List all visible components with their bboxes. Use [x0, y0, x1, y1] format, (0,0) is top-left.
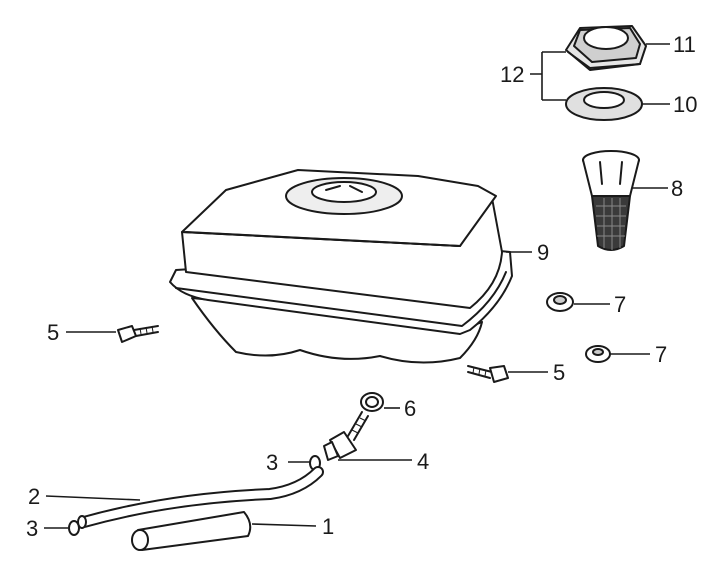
fuel-valve [323, 411, 369, 461]
callout-1: 1 [322, 514, 334, 539]
hose-clip-lower [68, 520, 80, 536]
callout-10: 10 [673, 92, 697, 117]
fuel-strainer [582, 150, 640, 251]
fuel-tube [77, 466, 324, 529]
collar-upper [546, 292, 574, 312]
collar-lower [585, 345, 611, 363]
callout-8: 8 [671, 176, 683, 201]
callout-12: 12 [500, 62, 524, 87]
callout-6: 6 [404, 396, 416, 421]
callout-2: 2 [28, 484, 40, 509]
callout-7-upper: 7 [614, 292, 626, 317]
fuel-cap [565, 25, 647, 71]
tube-sleeve [131, 511, 252, 551]
fuel-tank [169, 169, 513, 364]
mounting-bolt-left [117, 325, 159, 343]
leader-lines [44, 43, 670, 529]
cap-gasket [565, 87, 643, 121]
callout-5-left: 5 [47, 320, 59, 345]
callout-numbers: 11 12 10 8 9 7 7 5 5 6 4 3 2 3 1 [26, 32, 697, 541]
callout-11: 11 [673, 32, 696, 57]
callout-9: 9 [537, 240, 549, 265]
callout-5-right: 5 [553, 360, 565, 385]
callout-3-lower: 3 [26, 516, 38, 541]
callout-7-lower: 7 [655, 342, 667, 367]
callout-4: 4 [417, 449, 429, 474]
callout-3-upper: 3 [266, 450, 278, 475]
o-ring [360, 392, 384, 412]
mounting-bolt-right [467, 365, 509, 383]
